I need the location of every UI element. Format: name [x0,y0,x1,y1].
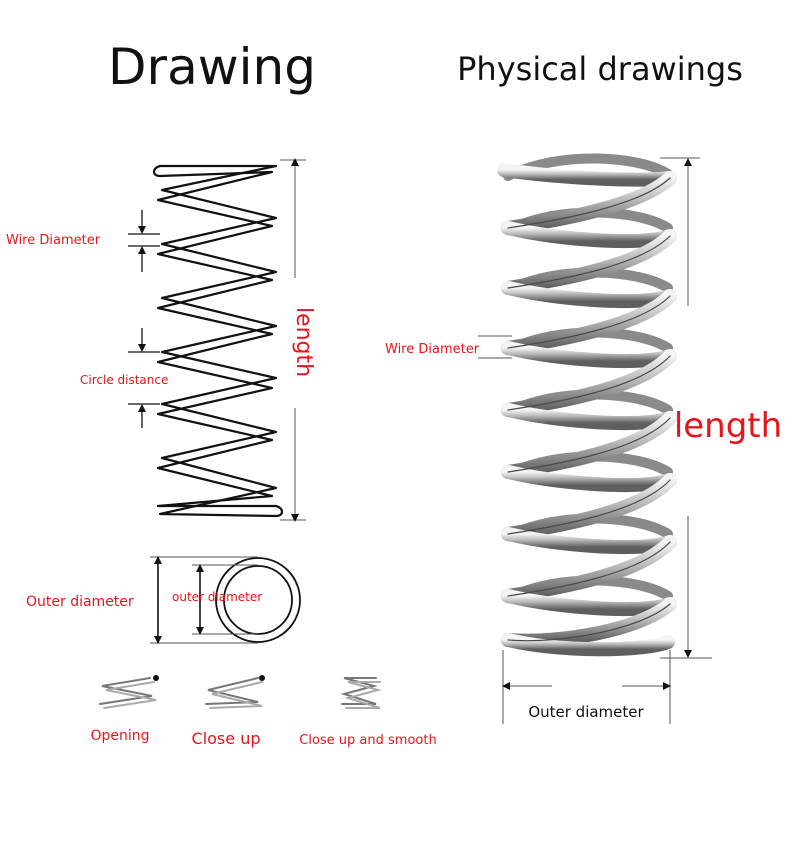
length-label-right: length [674,406,782,446]
opening-label: Opening [90,728,149,744]
physical-heading: Physical drawings [457,50,743,88]
end-type-opening [99,675,159,709]
circle-distance-label: Circle distance [80,373,168,387]
close-up-label: Close up [192,729,261,748]
end-type-close-up-smooth [340,677,382,709]
length-dimension-left [280,158,306,522]
close-up-smooth-label: Close up and smooth [299,733,436,748]
outer-circle [215,557,301,643]
end-type-close-up [205,675,265,709]
wire-diameter-marks-left [128,210,160,272]
spring-coils-front [497,163,677,657]
spring-coils-outline [507,177,671,642]
spring-line-drawing [152,164,284,518]
outer-diameter-label-left: Outer diameter [26,594,134,610]
drawing-heading: Drawing [108,38,316,96]
spring-bottom-cap [274,504,284,518]
length-dimension-right [660,157,712,659]
physical-spring [497,153,677,657]
wire-diameter-marks-right [478,335,512,359]
outer-diameter-dimension-right [502,650,671,724]
spring-top-cap [152,164,162,178]
outer-diameter-label-right: Outer diameter [528,703,644,721]
length-label-left: length [291,307,316,377]
spring-outline-front [158,164,278,518]
wire-diameter-label-right: Wire Diameter [385,342,480,357]
outer-diameter-dimension-left [150,556,258,644]
circle-distance-marks [128,328,160,428]
spring-outline-back [156,170,278,508]
inner-diameter-label: outer diameter [172,590,262,604]
wire-diameter-label-left: Wire Diameter [6,233,101,248]
